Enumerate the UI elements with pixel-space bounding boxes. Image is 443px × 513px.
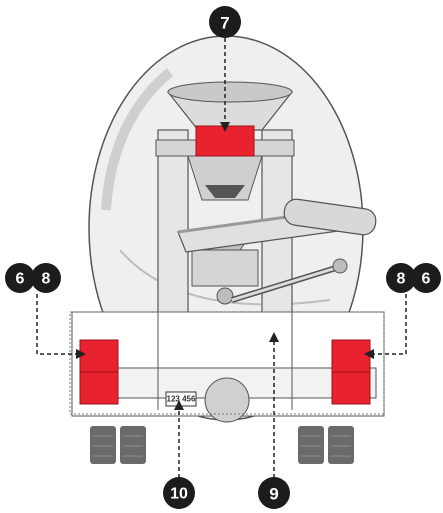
chute-drop	[205, 185, 245, 198]
license-plate: 123 456	[165, 391, 197, 407]
license-plate-text: 123 456	[167, 395, 196, 404]
mechanism-pivot	[216, 287, 234, 305]
callout-7: 7	[209, 6, 241, 38]
rear-mechanism	[177, 198, 377, 305]
chute-arm	[283, 198, 377, 236]
wheels	[90, 426, 354, 464]
dotted-highlight-box	[69, 311, 385, 415]
tail-light-right	[331, 339, 371, 405]
drum-rim-arc	[119, 249, 331, 306]
callout-right-a-label: 8	[397, 271, 406, 288]
callout-10-label: 10	[170, 486, 188, 503]
drum-shading	[101, 68, 174, 211]
wheel-left-outer	[90, 426, 116, 464]
spare-wheel	[204, 377, 250, 423]
callout-8-6-right: 8 6	[386, 263, 441, 293]
leader-6-8-left	[36, 294, 76, 355]
callout-10: 10	[163, 477, 195, 509]
hydraulic-ram-core	[231, 266, 337, 302]
hopper-mouth	[167, 81, 293, 103]
arrowhead-9	[269, 332, 279, 342]
callout-left-a-label: 6	[16, 271, 25, 288]
tail-light-left	[79, 339, 119, 405]
callout-left-b-label: 8	[42, 271, 51, 288]
callout-9: 9	[258, 477, 290, 509]
leader-lines	[36, 38, 407, 478]
leader-arrowheads	[76, 122, 374, 410]
arrowhead-10	[174, 400, 184, 410]
ram-end	[332, 258, 348, 274]
callout-7-label: 7	[220, 14, 229, 33]
arrowhead-right	[364, 349, 374, 359]
leader-8-6-right	[374, 294, 407, 355]
mechanism-block	[191, 249, 259, 287]
wheel-left-inner	[120, 426, 146, 464]
arrowhead-7	[220, 122, 230, 132]
wheel-right-inner	[298, 426, 324, 464]
callout-6-8-left: 6 8	[5, 263, 61, 293]
arrowhead-left	[76, 349, 86, 359]
callout-right-b-label: 6	[422, 271, 431, 288]
callout-9-label: 9	[269, 485, 278, 504]
wheel-right-outer	[328, 426, 354, 464]
